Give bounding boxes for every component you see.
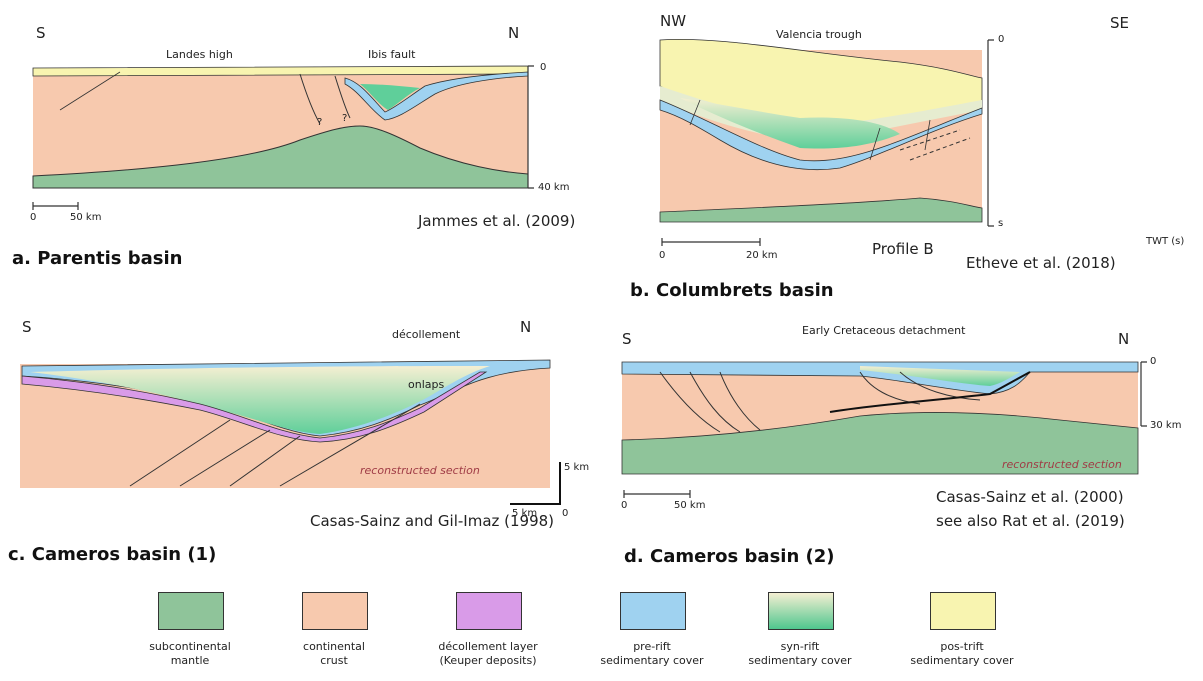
- panel-c-title: c. Cameros basin (1): [8, 544, 217, 565]
- legend-line2: mantle: [170, 654, 210, 667]
- legend-label-crust: continental crust: [269, 640, 399, 668]
- legend-swatch-decollement: [456, 592, 522, 630]
- panel-c-dir-left: S: [22, 318, 32, 336]
- panel-c-decollement-label: décollement: [392, 328, 461, 341]
- panel-d-dir-left: S: [622, 330, 632, 348]
- panel-a-qmark-2: ?: [342, 113, 348, 124]
- legend-label-decollement: décollement layer (Keuper deposits): [423, 640, 553, 668]
- legend-swatch-mantle: [158, 592, 224, 630]
- panel-b-dir-left: NW: [660, 12, 687, 30]
- panel-c-hscale: 5 km: [512, 508, 538, 519]
- panel-c-hscale-0: 0: [562, 508, 569, 519]
- legend-label-mantle: subcontinental mantle: [125, 640, 255, 668]
- legend-swatch-prerift: [620, 592, 686, 630]
- legend-swatch-synrift: [768, 592, 834, 630]
- panel-d-citation: Casas-Sainz et al. (2000): [936, 488, 1124, 506]
- panel-b-title: b. Columbrets basin: [630, 280, 834, 301]
- legend-line1: syn-rift: [780, 640, 820, 653]
- panel-a-ibis-label: Ibis fault: [368, 48, 416, 61]
- panel-a-dir-right: N: [508, 24, 520, 42]
- panel-a-landes-label: Landes high: [166, 48, 233, 61]
- panel-a-scale-0: 0: [30, 212, 37, 223]
- panel-a-title: a. Parentis basin: [12, 248, 183, 269]
- panel-d-detachment-label: Early Cretaceous detachment: [802, 324, 966, 337]
- legend-line1: décollement layer: [438, 640, 538, 653]
- legend-label-prerift: pre-rift sedimentary cover: [587, 640, 717, 668]
- panel-d-dir-right: N: [1118, 330, 1130, 348]
- panel-d-scale-end: 50 km: [674, 500, 706, 511]
- legend-line2: sedimentary cover: [600, 654, 704, 667]
- panel-b-dir-right: SE: [1110, 14, 1129, 32]
- legend-swatch-postrift: [930, 592, 996, 630]
- legend-line2: crust: [320, 654, 348, 667]
- legend-line1: continental: [303, 640, 365, 653]
- panel-a-dir-left: S: [36, 24, 46, 42]
- legend-swatch-crust: [302, 592, 368, 630]
- legend-line1: subcontinental: [149, 640, 231, 653]
- panel-c-vscale: 5 km: [564, 462, 590, 473]
- panel-d-reconstructed: reconstructed section: [1002, 458, 1122, 471]
- legend-line1: pre-rift: [633, 640, 671, 653]
- panel-a-scale-end: 50 km: [70, 212, 102, 223]
- panel-d-scale-0: 0: [621, 500, 628, 511]
- panel-b-citation: Etheve et al. (2018): [966, 254, 1116, 272]
- panel-d-citation-2: see also Rat et al. (2019): [936, 512, 1125, 530]
- legend-line2: sedimentary cover: [748, 654, 852, 667]
- panel-d-title: d. Cameros basin (2): [624, 546, 835, 567]
- legend-label-synrift: syn-rift sedimentary cover: [735, 640, 865, 668]
- panel-c-citation: Casas-Sainz and Gil-Imaz (1998): [310, 512, 555, 530]
- legend-line1: pos-trift: [940, 640, 984, 653]
- panel-a-citation: Jammes et al. (2009): [418, 212, 576, 230]
- panel-a-depth-top: 0: [540, 62, 547, 73]
- panel-b-profile: Profile B: [872, 240, 934, 258]
- panel-c-onlaps-label: onlaps: [408, 378, 445, 391]
- panel-a-depth-bottom: 40 km: [538, 182, 570, 193]
- panel-b-depth-top: 0: [998, 34, 1005, 45]
- legend-label-postrift: pos-trift sedimentary cover: [897, 640, 1027, 668]
- panel-d-depth-bottom: 30 km: [1150, 420, 1182, 431]
- panel-b-scale-end: 20 km: [746, 250, 778, 261]
- panel-a-qmark-1: ?: [317, 117, 323, 128]
- legend-line2: sedimentary cover: [910, 654, 1014, 667]
- panel-c-reconstructed: reconstructed section: [360, 464, 480, 477]
- panel-b-twt: TWT (s): [1146, 236, 1185, 247]
- legend-line2: (Keuper deposits): [439, 654, 537, 667]
- panel-d-depth-top: 0: [1150, 356, 1157, 367]
- panel-b-scale-0: 0: [659, 250, 666, 261]
- panel-b-depth-bottom: s: [998, 218, 1004, 229]
- panel-c-dir-right: N: [520, 318, 532, 336]
- panel-b-trough-label: Valencia trough: [776, 28, 862, 41]
